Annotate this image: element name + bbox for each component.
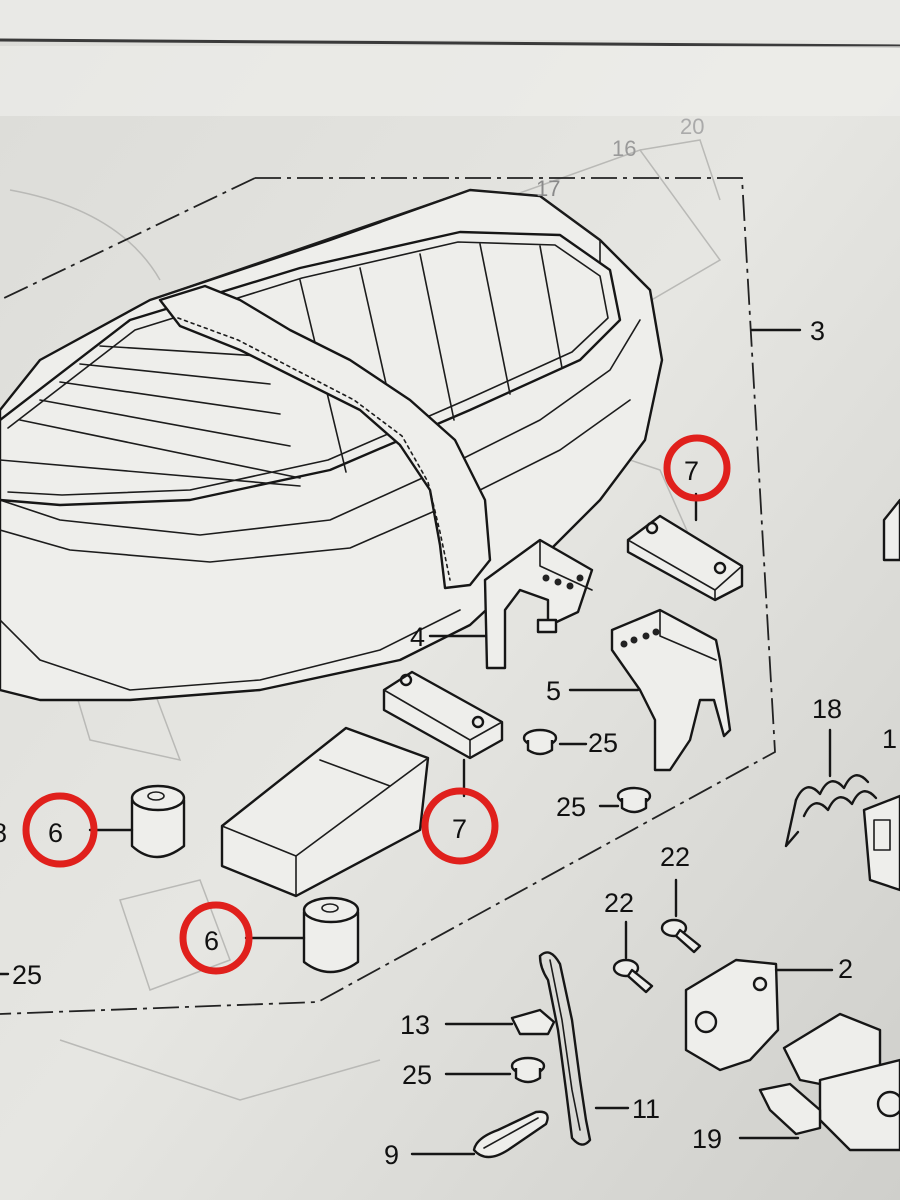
callout-6-upper: 6 (48, 818, 63, 848)
callout-19: 19 (692, 1124, 722, 1154)
callout-25-b: 25 (556, 792, 586, 822)
callout-25-c: 25 (402, 1060, 432, 1090)
callout-20: 20 (680, 114, 704, 139)
bolt-22-b (612, 920, 654, 994)
damper-6-lower (302, 896, 360, 974)
callout-5: 5 (546, 676, 561, 706)
callout-25-d: 25 (12, 960, 42, 990)
page-light-band (0, 46, 900, 116)
callout-6-lower: 6 (204, 926, 219, 956)
rubber-block-7-lower (382, 670, 504, 798)
callout-22-b: 22 (604, 888, 634, 918)
highlight-ring-6-lower (179, 901, 253, 975)
part-1-partial (862, 498, 900, 892)
callout-8: 8 (0, 818, 7, 848)
spring-18 (784, 728, 878, 848)
callout-3: 3 (810, 316, 825, 346)
highlight-ring-7-upper (663, 434, 731, 502)
callout-18: 18 (812, 694, 842, 724)
bracket-4 (428, 538, 594, 670)
highlight-ring-7-lower (421, 787, 499, 865)
grommet-25-c (444, 1056, 546, 1084)
grommet-25-a (522, 728, 588, 756)
callout-17: 17 (536, 176, 560, 201)
callout-13: 13 (400, 1010, 430, 1040)
page-edge-line (0, 38, 900, 48)
callout-7-lower: 7 (452, 814, 467, 844)
clip-13 (444, 1008, 556, 1036)
callout-11: 11 (632, 1094, 660, 1124)
highlight-ring-6-upper (22, 792, 98, 868)
cable-11 (538, 951, 630, 1146)
latch-2 (684, 958, 834, 1072)
assembly-boundary (0, 177, 776, 1015)
callout-16: 16 (612, 136, 636, 161)
bracket-5 (568, 608, 732, 772)
band-9 (410, 1110, 549, 1159)
rubber-block-7-upper (626, 492, 744, 602)
callout-9: 9 (384, 1140, 399, 1170)
callout-22-a: 22 (660, 842, 690, 872)
grommet-25-b (598, 786, 652, 814)
callout-2: 2 (838, 954, 853, 984)
callout-1: 1 (882, 724, 897, 754)
bolt-22-a (660, 878, 702, 954)
lock-assembly (738, 1012, 900, 1152)
foam-block (220, 726, 430, 898)
damper-6-upper (130, 784, 186, 859)
callout-7-upper: 7 (684, 456, 699, 486)
page-top-strip (0, 0, 900, 40)
callout-25-a: 25 (588, 728, 618, 758)
callout-4: 4 (410, 622, 425, 652)
